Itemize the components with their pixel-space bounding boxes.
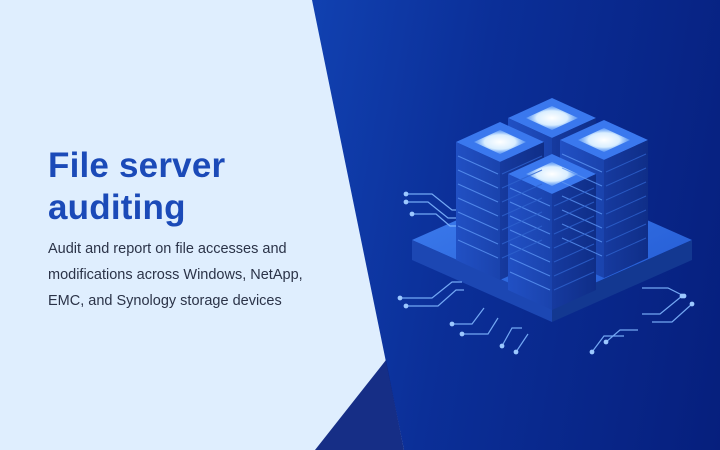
platform-right-face — [552, 240, 692, 322]
server-rack-icon — [397, 98, 695, 355]
platform-left-face — [412, 240, 552, 322]
hero-title-line-2: auditing — [48, 188, 186, 227]
hero-title-line-1: File server — [48, 146, 226, 185]
hero-title: File server auditing — [48, 145, 348, 229]
hero-description: Audit and report on file accesses and mo… — [48, 241, 303, 309]
circuit-nodes — [397, 191, 695, 355]
